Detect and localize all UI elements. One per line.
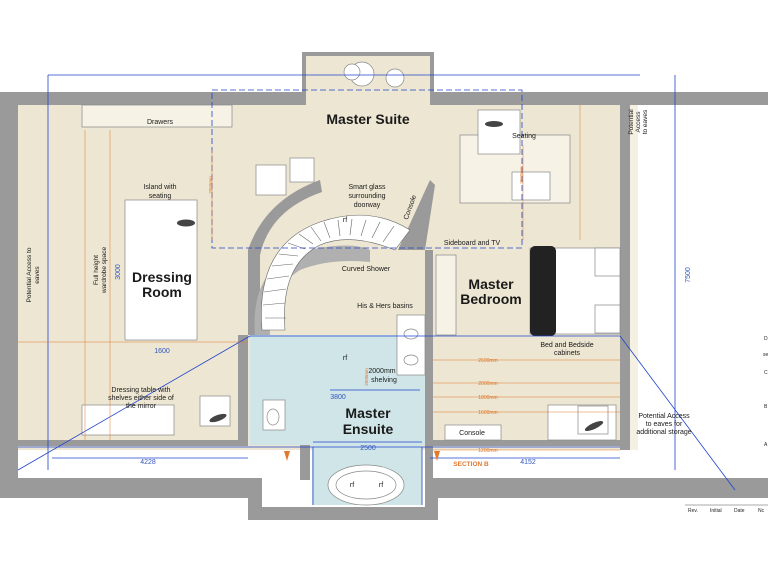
dim-2600mm: 2600mm — [478, 358, 497, 364]
dim-2500mm-right: 2500mm — [519, 166, 524, 184]
edge-letter-se: se — [763, 352, 768, 358]
island-label-2: seating — [149, 193, 172, 200]
edge-letter-c: C — [764, 370, 768, 376]
section-markers — [284, 451, 440, 461]
dim-2000mm-center: 2000mm — [364, 368, 369, 386]
dressing-table-label-3: the mirror — [126, 403, 157, 410]
dim-4228: 4228 — [140, 459, 156, 466]
dim-2050mm: 2050mm — [208, 176, 213, 194]
furniture — [81, 61, 621, 506]
dressing-table-label-2: shelves either side of — [108, 395, 174, 402]
bed-label-2: cabinets — [554, 350, 581, 357]
blue-lines — [17, 74, 736, 505]
orange-lines — [18, 105, 620, 451]
access-topright-label-2: Access — [635, 111, 642, 133]
wardrobe-label-1: Full height — [93, 255, 100, 285]
dim-2000mm: 2000mm — [478, 381, 497, 387]
dressing-room-title-2: Room — [142, 284, 182, 300]
dim-3800: 3800 — [330, 394, 346, 401]
master-bedroom-title-2: Bedroom — [460, 291, 521, 307]
date-label: Date — [734, 508, 745, 514]
smart-glass-label-2: surrounding — [349, 193, 386, 200]
dressing-room-title-1: Dressing — [132, 269, 192, 285]
access-topright-label-3: to eaves — [642, 109, 649, 134]
sideboard-tv-label: Sideboard and TV — [444, 240, 501, 247]
wardrobe-label-2: wardrobe space — [101, 246, 108, 294]
access-left-label-2: eaves — [34, 266, 41, 284]
nc-label: Nc — [758, 508, 765, 514]
rf-label-3: rf — [350, 482, 354, 489]
edge-letter-d: D — [764, 336, 768, 342]
master-suite-title: Master Suite — [326, 111, 409, 127]
access-topright-label-1: Potential — [628, 109, 635, 135]
dim-3000: 3000 — [115, 264, 122, 280]
rf-label-4: rf — [379, 482, 383, 489]
rev-label: Rev. — [688, 508, 698, 514]
access-right-label-3: additional storage — [636, 429, 691, 436]
curved-staircase — [261, 214, 411, 331]
master-ensuite-title-2: Ensuite — [343, 421, 394, 437]
island-label-1: Island with — [143, 184, 176, 191]
master-ensuite-title-1: Master — [345, 405, 391, 421]
rf-label-1: rf — [343, 217, 347, 224]
his-hers-basins-label: His & Hers basins — [357, 303, 413, 310]
edge-letter-a: A — [764, 442, 768, 448]
dressing-table-label-1: Dressing table with — [111, 387, 170, 394]
rf-label-2: rf — [343, 355, 347, 362]
dim-1800mm: 1800mm — [478, 395, 497, 401]
edge-letter-b: B — [764, 404, 768, 410]
dim-4152: 4152 — [520, 459, 536, 466]
access-right-label-2: to eaves for — [646, 421, 683, 428]
bed-label-1: Bed and Bedside — [540, 342, 593, 349]
dim-7500: 7500 — [685, 267, 692, 283]
console-bottom-label: Console — [459, 430, 485, 437]
smart-glass-label-3: doorway — [354, 202, 381, 209]
shelving-label-1: 2000mm — [368, 368, 395, 375]
dim-1600: 1600 — [154, 348, 170, 355]
master-bedroom-title-1: Master — [468, 276, 514, 292]
outer-walls — [0, 52, 768, 520]
initial-label: Initial — [710, 508, 722, 514]
dim-1200mm: 1200mm — [478, 448, 497, 454]
dim-2500: 2500 — [360, 445, 376, 452]
section-b-label: SECTION B — [453, 461, 489, 468]
seating-label: Seating — [512, 133, 536, 140]
shelving-label-2: shelving — [371, 377, 397, 384]
dim-1600mm: 1600mm — [478, 410, 497, 416]
access-left-label-1: Potential Access to — [26, 247, 33, 302]
curved-shower-label: Curved Shower — [342, 266, 391, 273]
smart-glass-label-1: Smart glass — [349, 184, 386, 191]
drawers-label: Drawers — [147, 119, 174, 126]
title-block: Rev. Initial Date Nc D se C B A — [685, 336, 768, 514]
access-right-label-1: Potential Access — [638, 413, 690, 420]
